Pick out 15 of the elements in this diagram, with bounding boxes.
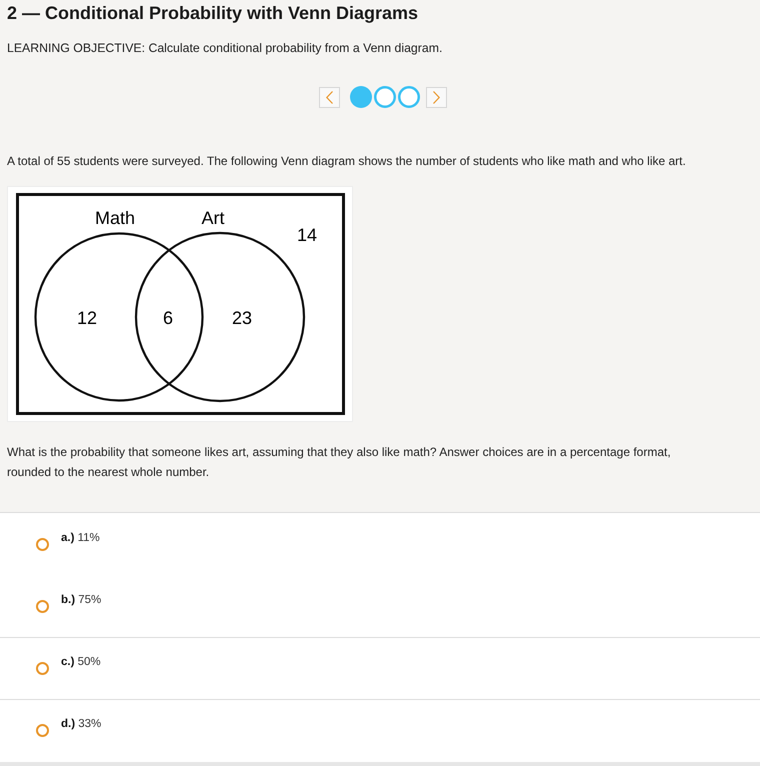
answer-text: a.) 11% [61,531,100,545]
region-count: 12 [76,308,98,328]
answer-text: b.) 75% [61,593,102,607]
intro-text: A total of 55 students were surveyed. The following Venn diagram shows the number of students who like math and who like art. [7,153,686,169]
answer-text: d.) 33% [61,717,102,731]
set-label: Math [94,208,136,228]
question-text: What is the probability that someone likes art, assuming that they also like math? Answer choices are in a percentage format, rounded to the nearest whole number. [7,444,672,481]
learning-objective: LEARNING OBJECTIVE: Calculate conditional probability from a Venn diagram. [7,40,442,56]
region-count: 23 [232,308,252,328]
region-count: 14 [296,225,318,245]
page-title: 2 — Conditional Probability with Venn Diagrams [7,2,418,24]
venn-universe-frame [16,193,345,415]
region-count: 6 [163,308,173,328]
set-label: Art [202,208,224,228]
answer-text: c.) 50% [61,655,101,669]
